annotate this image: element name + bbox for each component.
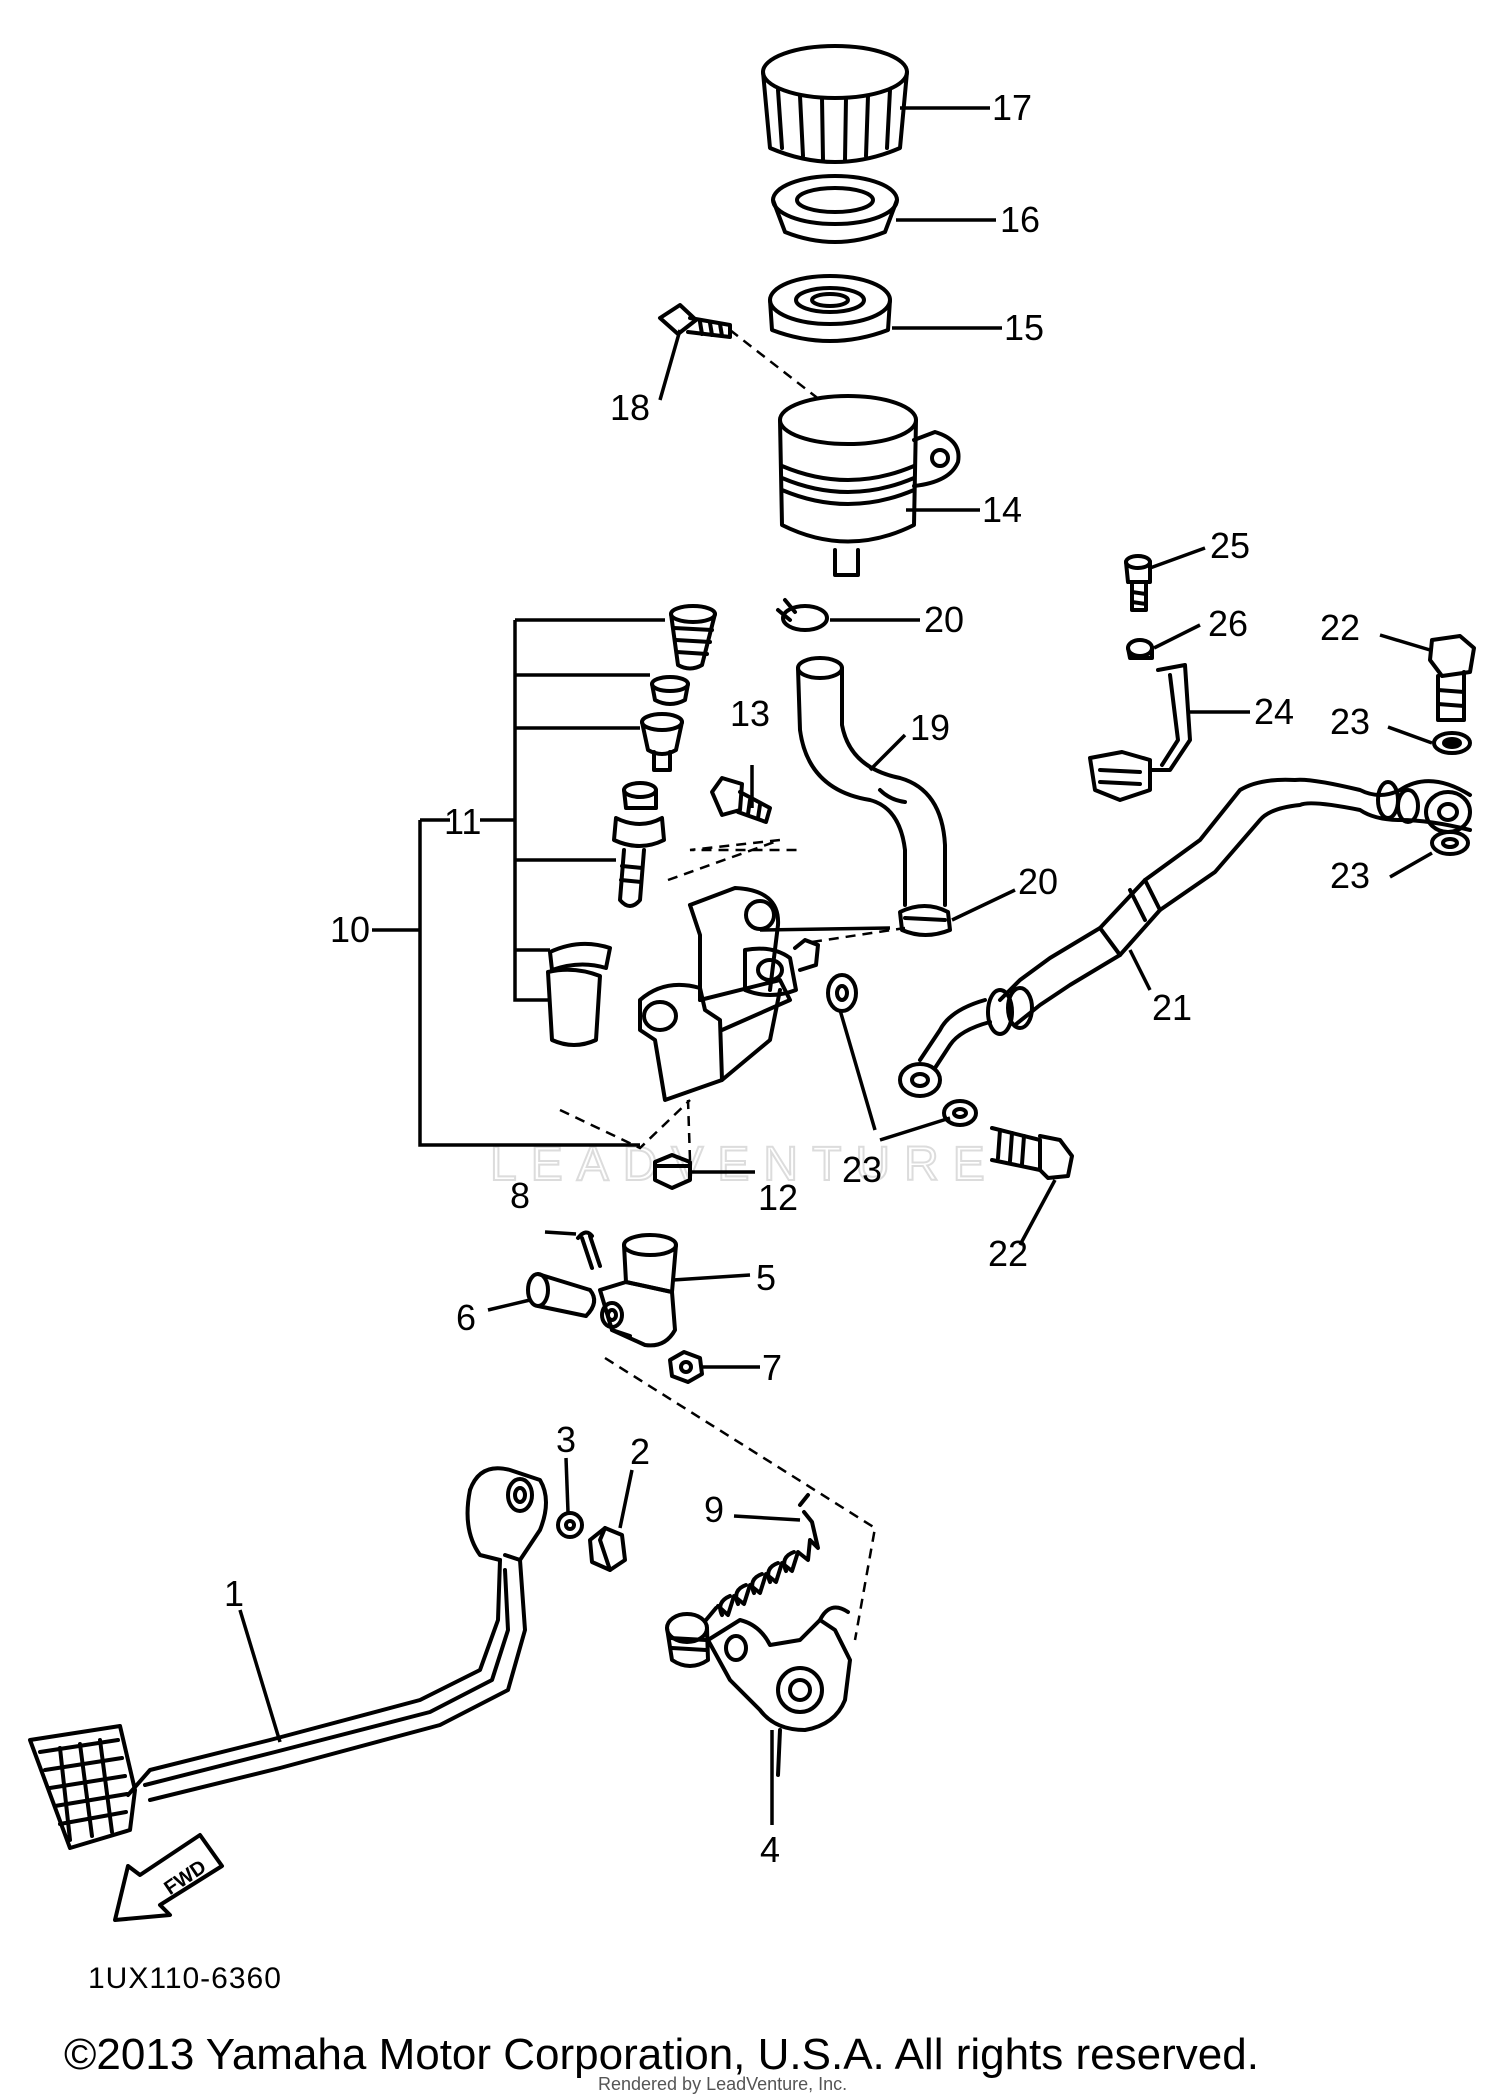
part-1-brake-pedal	[28, 1466, 548, 1850]
callout-labels: 17 16 15 18 14 25 20 26 22 24 23 13 19 1…	[224, 87, 1370, 1870]
callout-12: 12	[758, 1177, 798, 1218]
callout-9: 9	[704, 1489, 724, 1530]
render-credit: Rendered by LeadVenture, Inc.	[598, 2074, 848, 2094]
part-14-reservoir-tank	[778, 394, 961, 577]
callout-8: 8	[510, 1175, 530, 1216]
callout-7: 7	[762, 1347, 782, 1388]
callout-3: 3	[556, 1419, 576, 1460]
part-26-nut	[1126, 638, 1154, 660]
callout-1: 1	[224, 1573, 244, 1614]
part-21-brake-hose	[898, 777, 1472, 1098]
fwd-direction-arrow: FWD	[113, 1833, 224, 1922]
callout-23-upper: 23	[1330, 701, 1370, 742]
callout-10: 10	[330, 909, 370, 950]
part-22-union-bolt-lower	[990, 1126, 1074, 1180]
callout-4: 4	[760, 1829, 780, 1870]
part-9-return-spring	[704, 1493, 820, 1622]
callout-19: 19	[910, 707, 950, 748]
callout-23-right: 23	[1330, 855, 1370, 896]
part-24-hose-guide	[1088, 663, 1192, 802]
part-16-diaphragm-holder	[771, 174, 899, 244]
leader-lines	[238, 106, 1433, 1825]
callout-21: 21	[1152, 987, 1192, 1028]
part-4-brake-shaft-arm	[665, 1605, 852, 1777]
callout-22-upper: 22	[1320, 607, 1360, 648]
callout-15: 15	[1004, 307, 1044, 348]
callout-13: 13	[730, 693, 770, 734]
part-23-copper-washer-upper	[1432, 731, 1472, 755]
part-6-clevis-pin	[526, 1272, 597, 1318]
callout-26: 26	[1208, 603, 1248, 644]
part-15-diaphragm	[768, 274, 892, 343]
callout-25: 25	[1210, 525, 1250, 566]
part-11-cylinder-kit	[546, 604, 717, 1047]
callout-18: 18	[610, 387, 650, 428]
diagram-code: 1UX110-6360	[88, 1962, 282, 1995]
copyright-notice: ©2013 Yamaha Motor Corporation, U.S.A. A…	[64, 2030, 1259, 2079]
part-18-screw	[658, 303, 732, 339]
part-17-reservoir-cap	[761, 44, 909, 164]
part-8-cotter-pin	[576, 1230, 602, 1270]
callout-5: 5	[756, 1257, 776, 1298]
part-5-push-rod-clevis	[598, 1233, 678, 1348]
callout-14: 14	[982, 489, 1022, 530]
callout-20-upper: 20	[924, 599, 964, 640]
callout-11: 11	[444, 801, 481, 842]
callout-22-lower: 22	[988, 1233, 1028, 1274]
fwd-label: FWD	[160, 1856, 210, 1900]
part-7-nut	[668, 1350, 704, 1384]
callout-24: 24	[1254, 691, 1294, 732]
part-12-nut	[653, 1153, 692, 1190]
part-23-copper-washer-lower-right	[1430, 830, 1470, 856]
callout-2: 2	[630, 1431, 650, 1472]
part-22-union-bolt-upper	[1428, 634, 1476, 722]
callout-16: 16	[1000, 199, 1040, 240]
dashed-alignment-lines	[559, 329, 906, 1641]
part-19-reservoir-hose	[796, 656, 947, 907]
part-20-hose-clip-upper	[776, 598, 829, 632]
callout-17: 17	[992, 87, 1032, 128]
part-2-bolt	[588, 1526, 627, 1572]
part-3-washer	[556, 1511, 584, 1539]
part-23-copper-washer-hose	[942, 1099, 978, 1127]
part-20-hose-clip-lower	[898, 904, 952, 937]
part-10-master-cylinder-body	[638, 886, 820, 1102]
part-13-union-bolt	[710, 776, 772, 824]
kit-bracket-lines	[372, 618, 665, 1147]
part-25-bolt	[1124, 554, 1152, 612]
callout-23-lower: 23	[842, 1149, 882, 1190]
callout-20-lower: 20	[1018, 861, 1058, 902]
callout-6: 6	[456, 1297, 476, 1338]
part-23-copper-washer-cylinder	[826, 973, 858, 1013]
